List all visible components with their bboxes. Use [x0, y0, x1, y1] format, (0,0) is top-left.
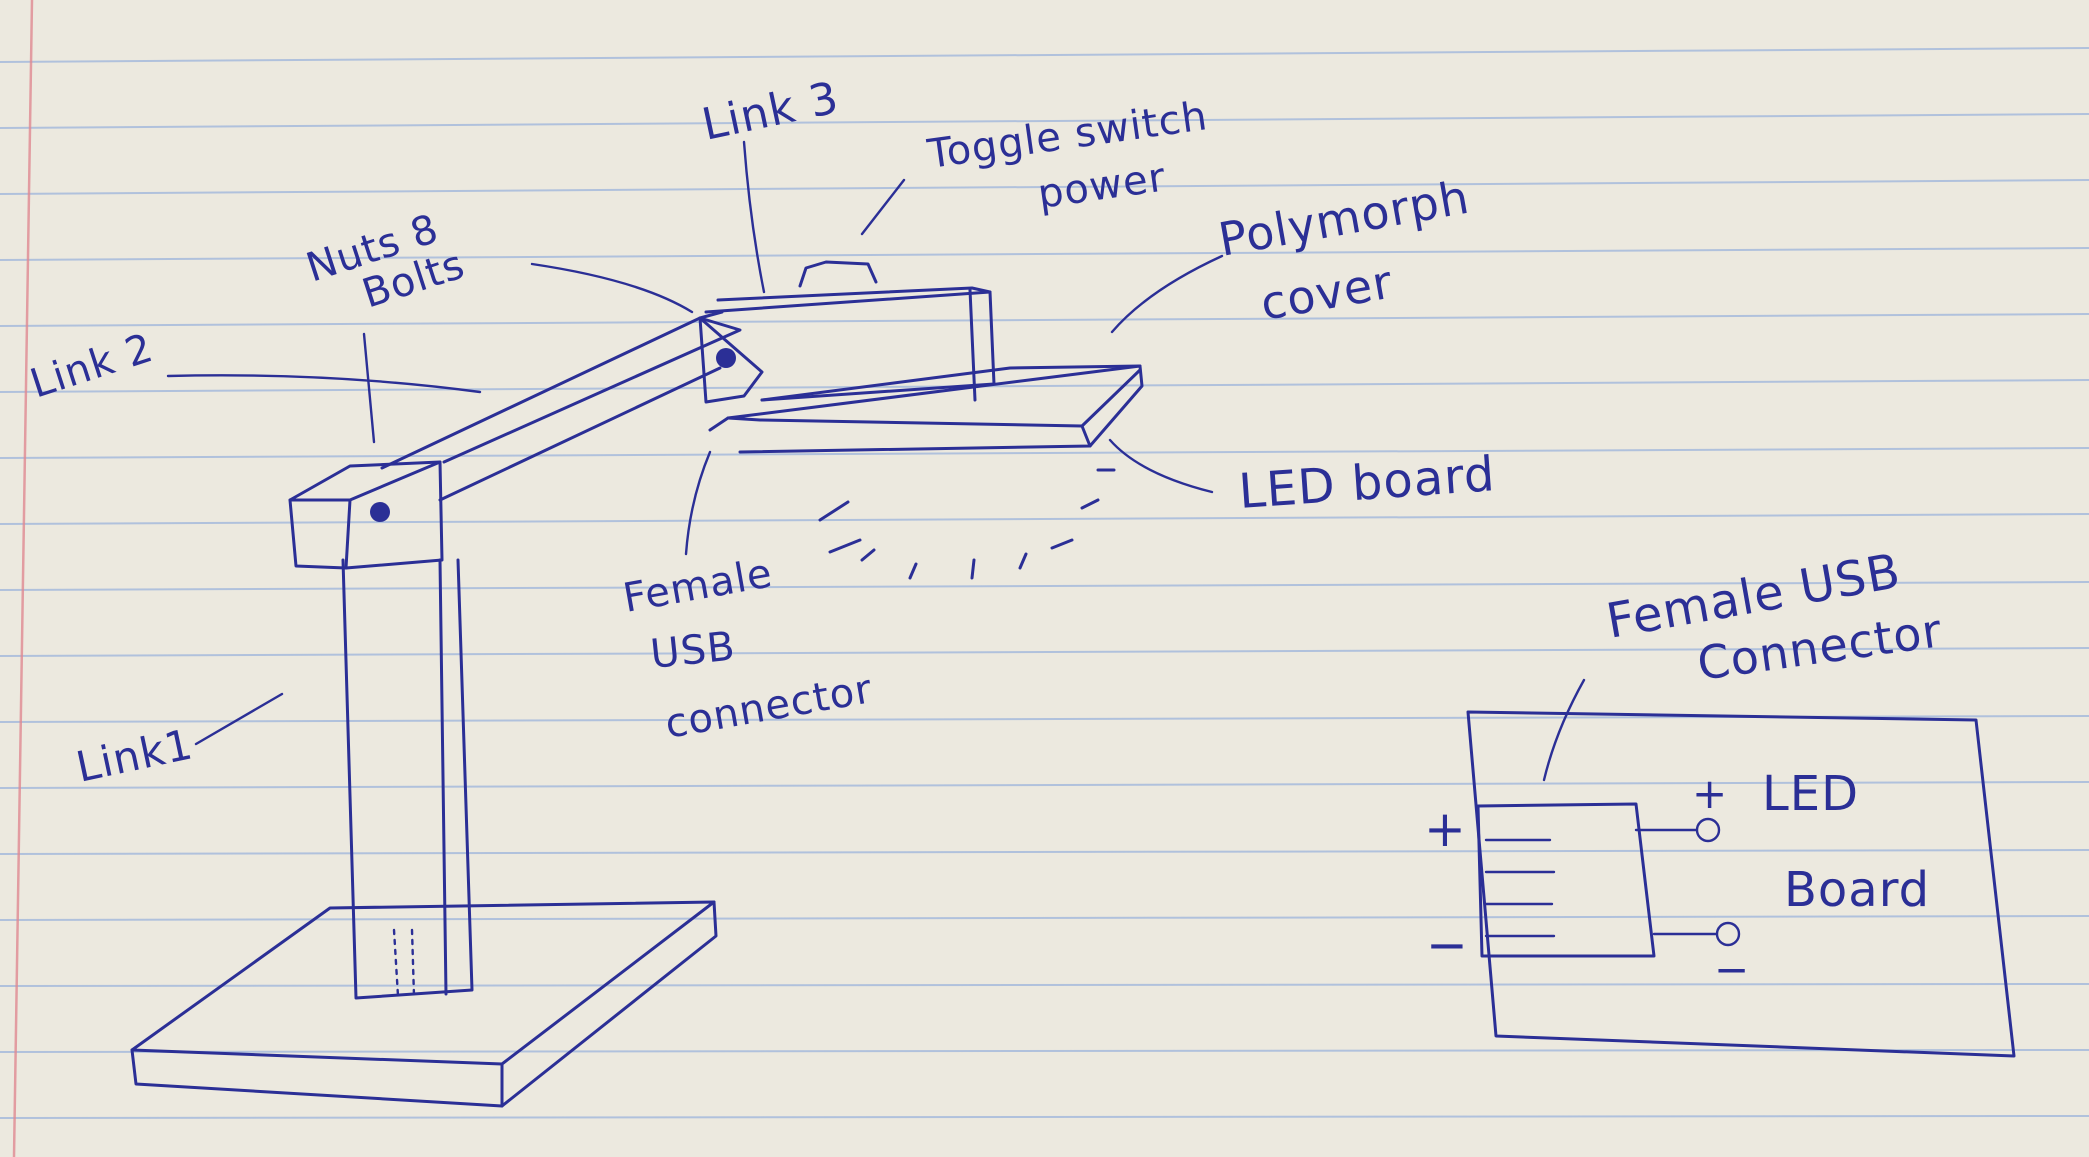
usb-connector-box [1478, 804, 1654, 956]
schematic: + − + − Female USB Connector LED Board [1424, 543, 2014, 1056]
label-link2: Link 2 [25, 325, 159, 408]
link1-column [343, 560, 472, 998]
schematic-minus-left: − [1426, 916, 1469, 974]
usb-pins [1486, 840, 1554, 936]
schematic-minus-right: − [1714, 945, 1750, 994]
label-led-board: LED board [1237, 446, 1497, 520]
schematic-led-label: LED [1762, 766, 1859, 822]
label-cover: cover [1257, 255, 1397, 331]
label-toggle-switch: Toggle switch [924, 93, 1211, 178]
margin-line [14, 0, 32, 1157]
bolt-upper [716, 348, 736, 368]
led-board [710, 366, 1142, 452]
lamp-labels: Link 3 Toggle switch power Polymorph cov… [25, 72, 1497, 792]
bolt-lower [370, 502, 390, 522]
schematic-board-label: Board [1784, 862, 1930, 918]
toggle-switch [800, 262, 876, 286]
link3-housing [706, 262, 994, 400]
label-toggle-power: power [1035, 154, 1169, 217]
schematic-plus-left: + [1424, 800, 1467, 858]
schematic-board-outline [1468, 712, 2014, 1056]
light-rays [820, 470, 1114, 578]
lamp-base [132, 902, 716, 1106]
label-female: Female [620, 550, 776, 621]
schematic-plus-right: + [1692, 769, 1728, 818]
link2-arm [382, 318, 740, 500]
joint-block-lower [290, 462, 442, 568]
label-link3: Link 3 [698, 72, 844, 151]
label-usb: USB [648, 623, 737, 678]
label-link1: Link1 [72, 719, 197, 791]
label-connector: connector [662, 666, 876, 748]
